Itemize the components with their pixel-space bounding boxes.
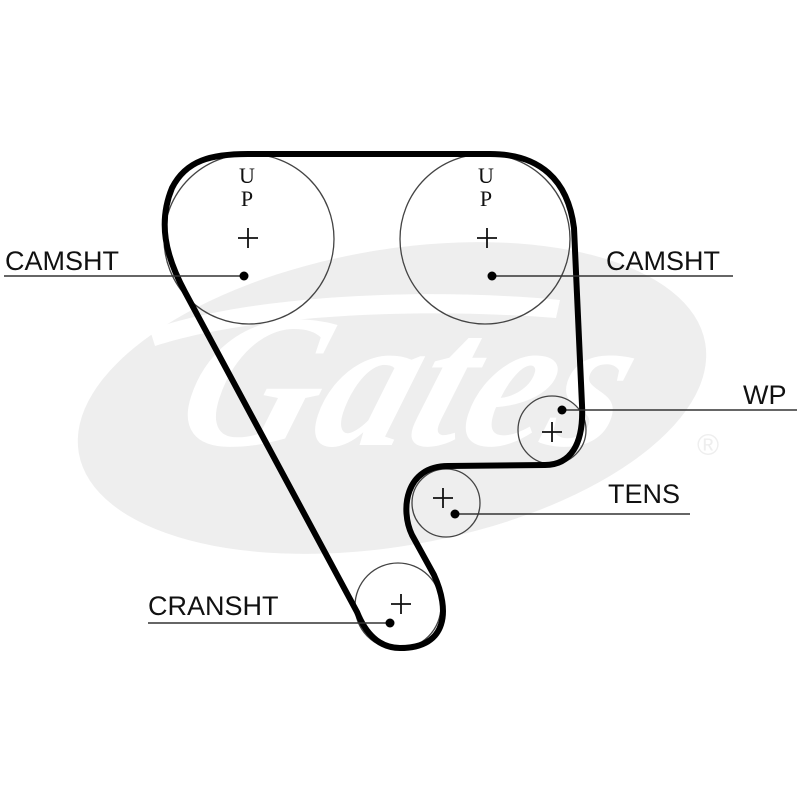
- gates-logo-watermark: Gates ®: [77, 242, 719, 554]
- water-pump-cross: [542, 422, 562, 442]
- label-crankshaft: CRANSHT: [148, 591, 279, 621]
- logo-swoosh: [150, 294, 560, 346]
- timing-dot-tensioner: [450, 509, 460, 519]
- camshaft-left-cross: [238, 228, 258, 248]
- label-water-pump: WP: [743, 380, 787, 410]
- registered-mark: ®: [697, 429, 719, 462]
- timing-dot-camshaft-right: [487, 271, 497, 281]
- up-mark-left-p: P: [241, 186, 253, 211]
- label-camshaft-right: CAMSHT: [606, 246, 720, 276]
- up-mark-left-u: U: [239, 163, 255, 188]
- tensioner-cross: [433, 488, 453, 508]
- label-camshaft-left: CAMSHT: [5, 246, 119, 276]
- up-mark-right-u: U: [478, 163, 494, 188]
- timing-belt: [161, 151, 586, 651]
- timing-dot-water-pump: [557, 405, 567, 415]
- crankshaft-cross: [391, 594, 411, 614]
- timing-dot-camshaft-left: [239, 271, 249, 281]
- timing-dot-crankshaft: [385, 618, 395, 628]
- up-mark-right-p: P: [480, 186, 492, 211]
- label-tensioner: TENS: [608, 479, 680, 509]
- camshaft-right-cross: [477, 228, 497, 248]
